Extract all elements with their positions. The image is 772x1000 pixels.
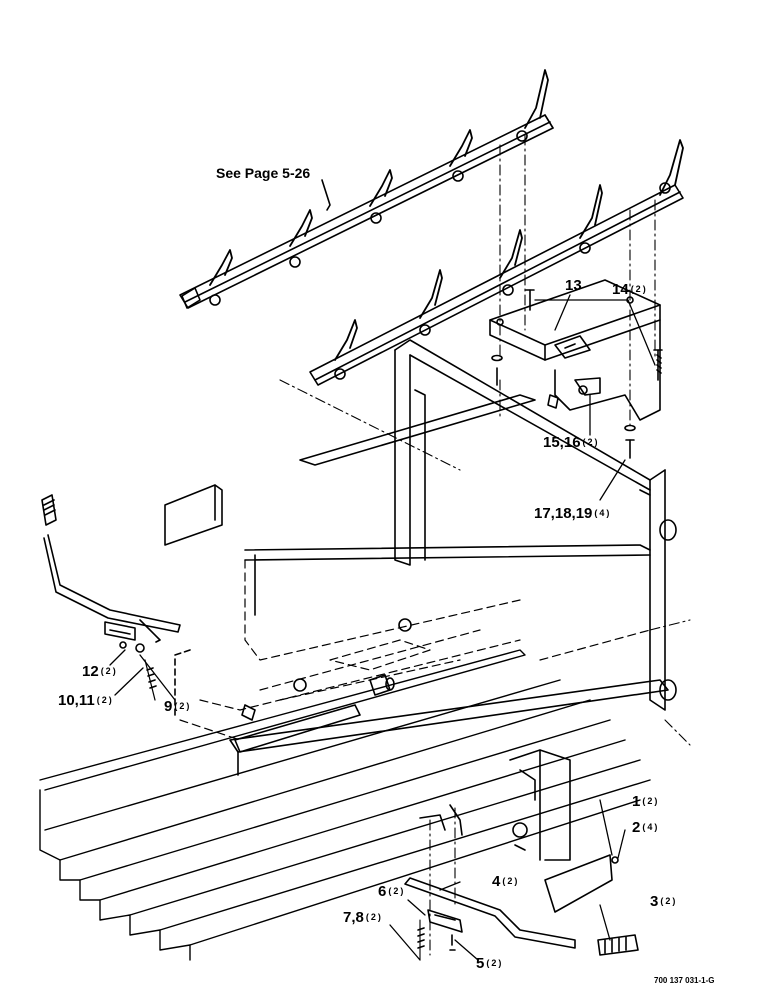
alignment-lines	[279, 134, 656, 471]
alignment-lines-lower	[429, 619, 691, 956]
callout-9: 9(2)	[164, 698, 192, 715]
callout-12: 12(2)	[82, 663, 118, 680]
guard-fingers-lower	[334, 139, 684, 361]
guard-bar-upper	[179, 69, 554, 309]
rollers	[293, 618, 412, 696]
hidden-lines	[179, 559, 651, 741]
callout-17-18-19: 17,18,19(4)	[534, 505, 612, 522]
see-page-reference: See Page 5-26	[216, 165, 311, 181]
guard-bar-lower	[309, 139, 684, 386]
guard-bolts-lower	[334, 182, 671, 380]
floor-slats	[39, 649, 651, 961]
hardware-17-18-19	[491, 354, 636, 459]
callout-1: 1(2)	[632, 793, 660, 810]
callout-5: 5(2)	[476, 955, 504, 972]
callout-4: 4(2)	[492, 873, 520, 890]
see-page-leader	[321, 179, 331, 211]
guard-fingers-upper	[209, 69, 549, 286]
callout-3: 3(2)	[650, 893, 678, 910]
callout-6: 6(2)	[378, 883, 406, 900]
main-frame	[229, 339, 677, 776]
shield-plate-right	[544, 854, 619, 913]
shield-plate-left	[164, 484, 223, 546]
mount-bracket	[489, 279, 661, 421]
lever-assembly-right	[404, 749, 639, 961]
bolt-set-14	[525, 289, 663, 381]
callout-10-11: 10,11(2)	[58, 692, 114, 709]
callout-13: 13	[565, 277, 582, 294]
drawing-reference-number: 700 137 031-1-G	[654, 976, 715, 985]
guard-bolts-upper	[209, 130, 528, 306]
callout-7-8: 7,8(2)	[343, 909, 383, 926]
callout-15-16: 15,16(2)	[543, 434, 600, 451]
callout-14: 14(2)	[612, 281, 648, 298]
shield-plate-center	[234, 704, 361, 753]
leader-lines	[109, 294, 656, 961]
lever-assembly-left	[41, 494, 256, 721]
callout-2: 2(4)	[632, 819, 660, 836]
